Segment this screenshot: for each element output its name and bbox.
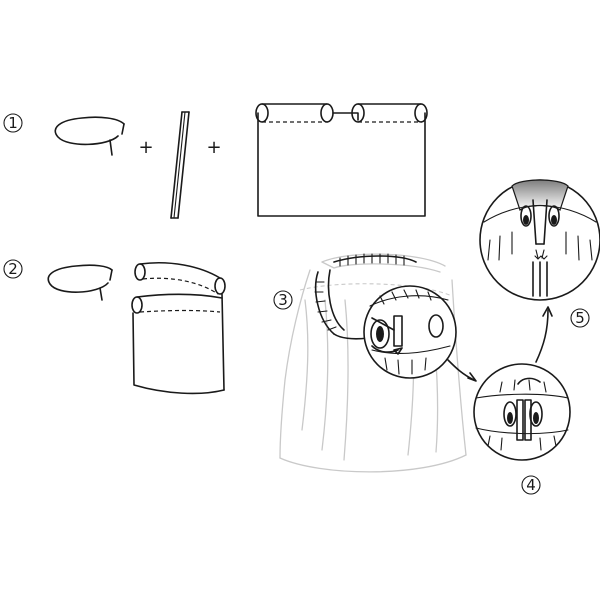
step-2: 2 xyxy=(3,259,226,395)
step-5: 5 xyxy=(479,179,600,328)
step-2-marker: 2 xyxy=(3,259,23,279)
step-4-number: 4 xyxy=(526,476,536,494)
gathered-band xyxy=(314,253,417,340)
plus-sign-2: + xyxy=(206,137,221,158)
step-5-number: 5 xyxy=(575,309,585,327)
elastic-band-icon xyxy=(54,116,125,156)
step-5-marker: 5 xyxy=(570,308,590,328)
arrow-to-step-5 xyxy=(535,306,553,363)
step-1-marker: 1 xyxy=(3,113,23,133)
fabric-panel-icon xyxy=(255,103,428,217)
step-2-number: 2 xyxy=(8,260,18,278)
step-1: 1 + + xyxy=(3,103,428,219)
step-3-number: 3 xyxy=(278,291,288,309)
step-1-number: 1 xyxy=(8,114,18,132)
step-3: 3 xyxy=(273,253,477,473)
step-4: 4 xyxy=(473,306,571,495)
detail-lens-4 xyxy=(473,363,571,461)
elastic-band-icon-2 xyxy=(47,264,113,301)
folded-fabric-icon xyxy=(131,261,226,395)
strap-icon xyxy=(170,111,190,219)
step-3-marker: 3 xyxy=(273,290,293,310)
plus-sign-1: + xyxy=(138,137,153,158)
detail-lens-5 xyxy=(479,179,600,301)
detail-lens-3 xyxy=(363,285,457,379)
step-4-marker: 4 xyxy=(521,475,541,495)
arrow-to-step-4 xyxy=(447,359,477,382)
